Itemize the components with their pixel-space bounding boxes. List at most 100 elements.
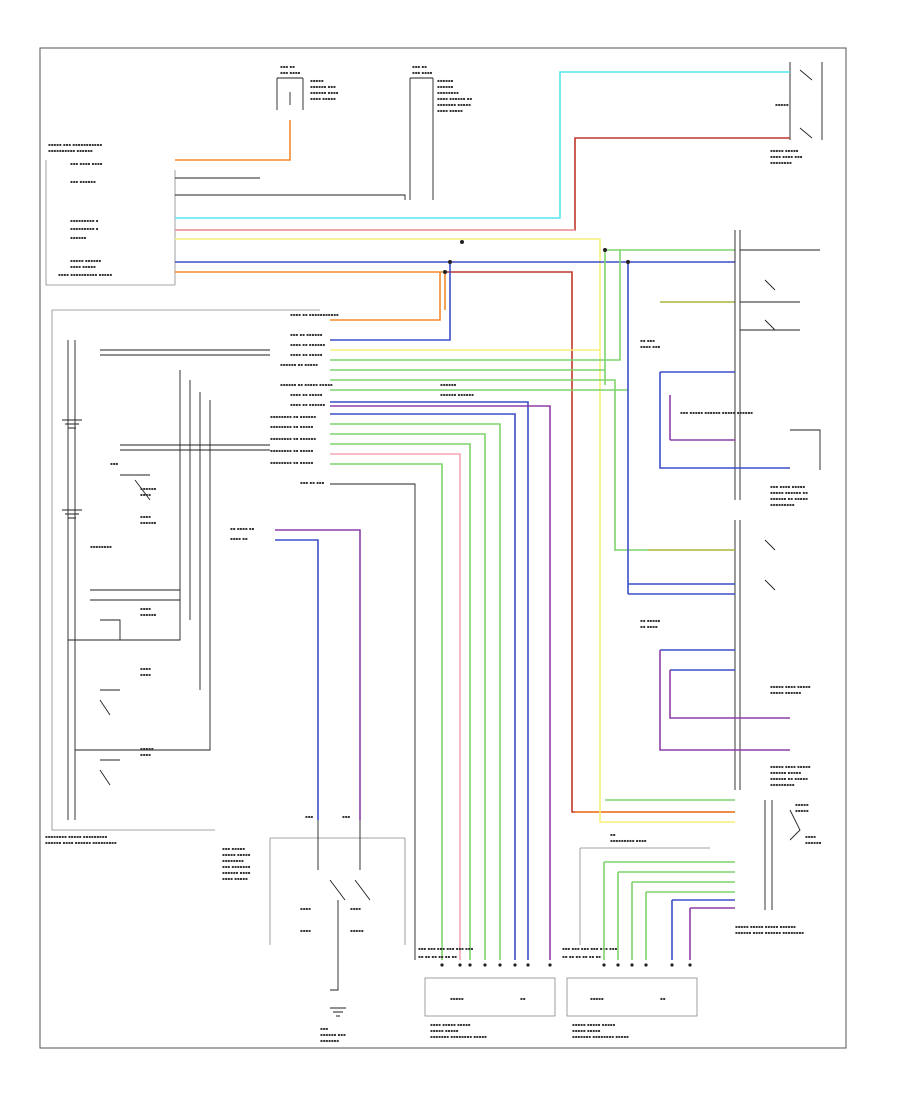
rear-window-lock-switch: ▪▪▪ ▪▪▪ ▪▪▪ ▪▪▪▪▪ ▪▪▪▪▪ ▪▪▪▪▪ ▪▪▪▪▪▪▪▪ ▪… [222,814,406,1043]
svg-text:▪▪▪: ▪▪▪ [342,814,350,819]
svg-text:▪▪ ▪▪ ▪▪ ▪▪ ▪▪ ▪▪: ▪▪ ▪▪ ▪▪ ▪▪ ▪▪ ▪▪ [562,954,601,959]
svg-text:▪▪▪▪▪ ▪▪▪▪▪▪ ▪▪: ▪▪▪▪▪ ▪▪▪▪▪▪ ▪▪ [770,490,808,495]
svg-text:▪▪▪▪: ▪▪▪▪ [300,928,311,933]
window-lock-switch-bottom: ▪▪▪▪▪ ▪▪▪▪▪ ▪▪▪▪ ▪▪▪▪▪▪ ▪▪▪▪▪ ▪▪▪▪▪ ▪▪▪▪… [735,800,822,935]
svg-text:▪▪▪▪▪▪▪▪ ▪▪ ▪▪▪▪▪▪: ▪▪▪▪▪▪▪▪ ▪▪ ▪▪▪▪▪▪ [270,436,316,441]
wire-black-master [330,483,416,960]
svg-text:▪▪▪▪▪ ▪▪▪ ▪▪▪▪▪▪▪▪▪▪▪: ▪▪▪▪▪ ▪▪▪ ▪▪▪▪▪▪▪▪▪▪▪ [48,142,102,147]
motor-pin-dots [440,963,692,967]
door-lock-control-module: ▪▪▪▪▪ ▪▪▪ ▪▪▪▪▪▪▪▪▪▪▪ ▪▪▪▪▪▪▪▪▪▪ ▪▪▪▪▪▪ … [45,142,176,286]
svg-text:▪▪▪▪▪▪ ▪▪▪▪: ▪▪▪▪▪▪ ▪▪▪▪ [310,90,339,95]
svg-text:▪▪▪▪▪▪▪▪ ▪▪ ▪▪▪▪▪▪: ▪▪▪▪▪▪▪▪ ▪▪ ▪▪▪▪▪▪ [270,414,316,419]
svg-text:▪▪▪ ▪▪▪ ▪▪▪ ▪▪▪ ▪▪▪ ▪▪▪: ▪▪▪ ▪▪▪ ▪▪▪ ▪▪▪ ▪▪▪ ▪▪▪ [418,946,473,951]
svg-text:▪▪: ▪▪ [520,996,526,1001]
left-rear-power-window-switch: ▪▪▪ ▪▪▪▪ ▪▪▪▪▪ ▪▪▪▪▪ ▪▪▪▪▪▪ ▪▪ ▪▪▪▪▪▪ ▪▪… [659,371,821,507]
right-front-switch-unit: ▪▪ ▪▪▪ ▪▪▪▪ ▪▪▪ ▪▪▪ ▪▪▪▪▪ ▪▪▪▪▪▪ ▪▪▪▪▪ ▪… [640,230,820,500]
svg-text:▪▪▪ ▪▪ ▪▪▪▪▪▪: ▪▪▪ ▪▪ ▪▪▪▪▪▪ [290,332,323,337]
svg-text:▪▪▪▪ ▪▪▪: ▪▪▪▪ ▪▪▪ [640,344,661,349]
svg-text:▪▪▪▪▪▪: ▪▪▪▪▪▪ [70,235,87,240]
svg-text:▪▪▪▪▪▪ ▪▪▪▪ ▪▪▪▪▪▪ ▪▪▪▪▪▪▪▪: ▪▪▪▪▪▪ ▪▪▪▪ ▪▪▪▪▪▪ ▪▪▪▪▪▪▪▪ [735,930,804,935]
svg-text:▪▪▪▪▪▪ ▪▪ ▪▪▪▪▪: ▪▪▪▪▪▪ ▪▪ ▪▪▪▪▪ [770,776,808,781]
wire-green-master-3 [330,423,501,960]
svg-text:▪▪▪▪▪▪▪▪ ▪▪ ▪▪▪▪▪: ▪▪▪▪▪▪▪▪ ▪▪ ▪▪▪▪▪ [270,460,313,465]
svg-text:▪▪▪▪: ▪▪▪▪ [140,666,151,671]
svg-text:▪▪▪ ▪▪▪▪▪▪: ▪▪▪ ▪▪▪▪▪▪ [70,179,96,184]
wire-orange-top [175,120,291,161]
wire-orange-master [330,272,441,321]
svg-text:▪▪: ▪▪ [610,832,616,837]
svg-text:▪▪▪▪▪▪▪▪ ▪▪ ▪▪▪▪▪: ▪▪▪▪▪▪▪▪ ▪▪ ▪▪▪▪▪ [270,448,313,453]
svg-text:▪▪▪▪▪▪▪▪▪ ▪▪▪▪: ▪▪▪▪▪▪▪▪▪ ▪▪▪▪ [610,838,647,843]
svg-text:▪▪▪▪▪ ▪▪▪▪▪: ▪▪▪▪▪ ▪▪▪▪▪ [770,148,799,153]
svg-text:▪▪▪▪▪ ▪▪▪▪▪ ▪▪▪▪▪: ▪▪▪▪▪ ▪▪▪▪▪ ▪▪▪▪▪ [572,1022,615,1027]
wire-blue-master-2 [330,401,551,960]
left-front-power-window-motor: ▪▪▪▪▪ ▪▪ ▪▪▪▪ ▪▪▪▪▪ ▪▪▪▪▪ ▪▪▪▪▪ ▪▪▪▪▪ ▪▪… [418,946,556,1039]
right-motor-wires: ▪▪ ▪▪▪▪▪▪▪▪▪ ▪▪▪▪ [575,799,735,960]
svg-text:▪▪▪▪▪▪▪▪ ▪▪▪▪▪ ▪▪▪▪▪▪▪▪▪: ▪▪▪▪▪▪▪▪ ▪▪▪▪▪ ▪▪▪▪▪▪▪▪▪ [45,834,107,839]
svg-text:▪▪▪▪▪ ▪▪▪▪▪ ▪▪▪▪▪ ▪▪▪▪▪▪: ▪▪▪▪▪ ▪▪▪▪▪ ▪▪▪▪▪ ▪▪▪▪▪▪ [735,924,796,929]
svg-text:▪▪▪▪▪▪: ▪▪▪▪▪▪ [140,520,157,525]
svg-text:▪▪▪▪ ▪▪▪▪▪▪ ▪▪: ▪▪▪▪ ▪▪▪▪▪▪ ▪▪ [437,96,472,101]
svg-text:▪▪▪▪ ▪▪▪▪▪: ▪▪▪▪ ▪▪▪▪▪ [437,108,463,113]
svg-text:▪▪▪▪▪: ▪▪▪▪▪ [140,746,154,751]
front-door-lock-actuator-right: ▪▪▪▪▪ ▪▪▪▪▪ ▪▪▪▪ ▪▪▪▪ ▪▪▪ ▪▪▪▪▪▪▪▪ ▪▪▪▪▪ [770,62,823,165]
svg-text:▪▪▪▪▪ ▪▪▪▪ ▪▪▪▪▪: ▪▪▪▪▪ ▪▪▪▪ ▪▪▪▪▪ [770,684,811,689]
svg-text:▪▪▪▪▪▪ ▪▪▪: ▪▪▪▪▪▪ ▪▪▪ [320,1032,346,1037]
svg-text:▪▪▪▪▪ ▪▪▪▪ ▪▪▪▪▪: ▪▪▪▪▪ ▪▪▪▪ ▪▪▪▪▪ [770,764,811,769]
svg-text:▪▪▪▪ ▪▪▪▪▪: ▪▪▪▪ ▪▪▪▪▪ [222,876,248,881]
svg-text:▪▪▪ ▪▪▪▪ ▪▪▪▪▪: ▪▪▪ ▪▪▪▪ ▪▪▪▪▪ [770,484,805,489]
svg-text:▪▪▪▪▪▪ ▪▪ ▪▪▪▪▪: ▪▪▪▪▪▪ ▪▪ ▪▪▪▪▪ [280,362,318,367]
diagram-frame [39,47,847,1049]
svg-text:▪▪▪▪▪▪▪ ▪▪▪▪▪▪▪▪ ▪▪▪▪▪: ▪▪▪▪▪▪▪ ▪▪▪▪▪▪▪▪ ▪▪▪▪▪ [572,1034,629,1039]
svg-text:▪▪ ▪▪ ▪▪ ▪▪ ▪▪ ▪▪: ▪▪ ▪▪ ▪▪ ▪▪ ▪▪ ▪▪ [418,954,457,959]
ground-symbols [62,419,82,519]
svg-text:▪▪▪▪▪▪ ▪▪ ▪▪▪▪▪ ▪▪▪▪▪: ▪▪▪▪▪▪ ▪▪ ▪▪▪▪▪ ▪▪▪▪▪ [280,382,333,387]
svg-text:▪▪▪▪▪ ▪▪▪▪▪▪: ▪▪▪▪▪ ▪▪▪▪▪▪ [770,690,801,695]
wire-purple-left [275,529,361,820]
fuse-box-left: ▪▪▪ ▪▪ ▪▪▪ ▪▪▪▪ ▪▪▪▪▪ ▪▪▪▪▪▪ ▪▪▪ ▪▪▪▪▪▪ … [276,64,339,110]
wire-green-master [330,250,621,371]
svg-text:▪▪▪▪▪▪ ▪▪▪▪: ▪▪▪▪▪▪ ▪▪▪▪ [222,870,251,875]
svg-text:▪▪▪▪▪▪▪ ▪▪▪▪▪▪▪▪ ▪▪▪▪▪: ▪▪▪▪▪▪▪ ▪▪▪▪▪▪▪▪ ▪▪▪▪▪ [430,1034,487,1039]
wire-black-top [175,177,406,200]
svg-text:▪▪▪▪: ▪▪▪▪ [300,906,311,911]
svg-text:▪▪▪▪: ▪▪▪▪ [140,672,151,677]
svg-text:▪▪▪ ▪▪▪▪▪: ▪▪▪ ▪▪▪▪▪ [222,846,245,851]
splice-dots [443,240,630,274]
wire-green-right-top [604,249,735,385]
svg-text:▪▪▪ ▪▪▪ ▪▪▪ ▪▪▪ ▪▪▪ ▪▪▪: ▪▪▪ ▪▪▪ ▪▪▪ ▪▪▪ ▪▪▪ ▪▪▪ [562,946,617,951]
svg-text:▪▪▪▪▪▪: ▪▪▪▪▪▪ [437,78,454,83]
svg-text:▪▪▪▪▪▪: ▪▪▪▪▪▪ [440,382,457,387]
svg-text:▪▪▪ ▪▪▪▪▪ ▪▪▪▪▪▪ ▪▪▪▪▪ ▪▪▪▪▪▪: ▪▪▪ ▪▪▪▪▪ ▪▪▪▪▪▪ ▪▪▪▪▪ ▪▪▪▪▪▪ [680,410,753,415]
svg-text:▪▪▪▪ ▪▪ ▪▪▪▪▪: ▪▪▪▪ ▪▪ ▪▪▪▪▪ [290,352,323,357]
svg-text:▪▪▪▪▪▪: ▪▪▪▪▪▪ [437,84,454,89]
svg-text:▪▪▪▪▪▪: ▪▪▪▪▪▪ [805,840,822,845]
svg-text:▪▪▪▪▪▪▪▪▪ ▪: ▪▪▪▪▪▪▪▪▪ ▪ [70,218,99,223]
svg-text:▪▪▪▪ ▪▪▪▪▪ ▪▪▪▪▪: ▪▪▪▪ ▪▪▪▪▪ ▪▪▪▪▪ [430,1022,471,1027]
svg-text:▪▪▪ ▪▪▪▪▪▪▪: ▪▪▪ ▪▪▪▪▪▪▪ [222,864,251,869]
svg-text:▪▪▪▪▪▪▪▪▪: ▪▪▪▪▪▪▪▪▪ [770,502,795,507]
svg-text:▪▪▪: ▪▪▪ [305,814,313,819]
svg-text:▪▪▪▪ ▪▪ ▪▪▪▪▪: ▪▪▪▪ ▪▪ ▪▪▪▪▪ [290,392,323,397]
svg-text:▪▪▪ ▪▪ ▪▪▪: ▪▪▪ ▪▪ ▪▪▪ [300,480,325,485]
svg-text:▪▪▪ ▪▪▪▪ ▪▪▪▪: ▪▪▪ ▪▪▪▪ ▪▪▪▪ [70,161,103,166]
svg-text:▪▪▪▪▪: ▪▪▪▪▪ [775,102,789,107]
master-power-window-switch: ▪▪▪ ▪▪▪▪▪▪ ▪▪▪▪ ▪▪▪▪ ▪▪▪▪▪▪ ▪▪▪▪▪▪▪▪ ▪▪▪… [45,309,320,845]
svg-text:▪▪▪▪▪▪ ▪▪▪▪▪: ▪▪▪▪▪▪ ▪▪▪▪▪ [770,770,801,775]
svg-text:▪▪ ▪▪▪▪ ▪▪: ▪▪ ▪▪▪▪ ▪▪ [230,526,255,531]
wire-cyan-top [175,71,790,219]
svg-text:▪▪▪▪ ▪▪▪▪▪: ▪▪▪▪ ▪▪▪▪▪ [310,96,336,101]
svg-text:▪▪: ▪▪ [660,996,666,1001]
svg-text:▪▪▪▪: ▪▪▪▪ [805,834,816,839]
svg-text:▪▪ ▪▪▪: ▪▪ ▪▪▪ [640,338,655,343]
svg-text:▪▪▪▪▪▪▪▪▪ ▪: ▪▪▪▪▪▪▪▪▪ ▪ [70,226,99,231]
svg-text:▪▪▪▪▪ ▪▪▪▪▪: ▪▪▪▪▪ ▪▪▪▪▪ [572,1028,601,1033]
svg-text:▪▪▪▪▪: ▪▪▪▪▪ [450,996,464,1001]
fuse-box-right: ▪▪▪ ▪▪ ▪▪▪ ▪▪▪▪ ▪▪▪▪▪▪ ▪▪▪▪▪▪ ▪▪▪▪▪▪▪▪ ▪… [409,64,472,200]
svg-text:▪▪▪▪ ▪▪: ▪▪▪▪ ▪▪ [230,536,248,541]
svg-text:▪▪▪▪▪ ▪▪▪▪▪▪: ▪▪▪▪▪ ▪▪▪▪▪▪ [70,258,101,263]
svg-text:▪▪▪ ▪▪: ▪▪▪ ▪▪ [412,64,427,69]
svg-text:▪▪▪▪▪▪: ▪▪▪▪▪▪ [140,486,157,491]
svg-text:▪▪▪▪▪: ▪▪▪▪▪ [795,808,809,813]
